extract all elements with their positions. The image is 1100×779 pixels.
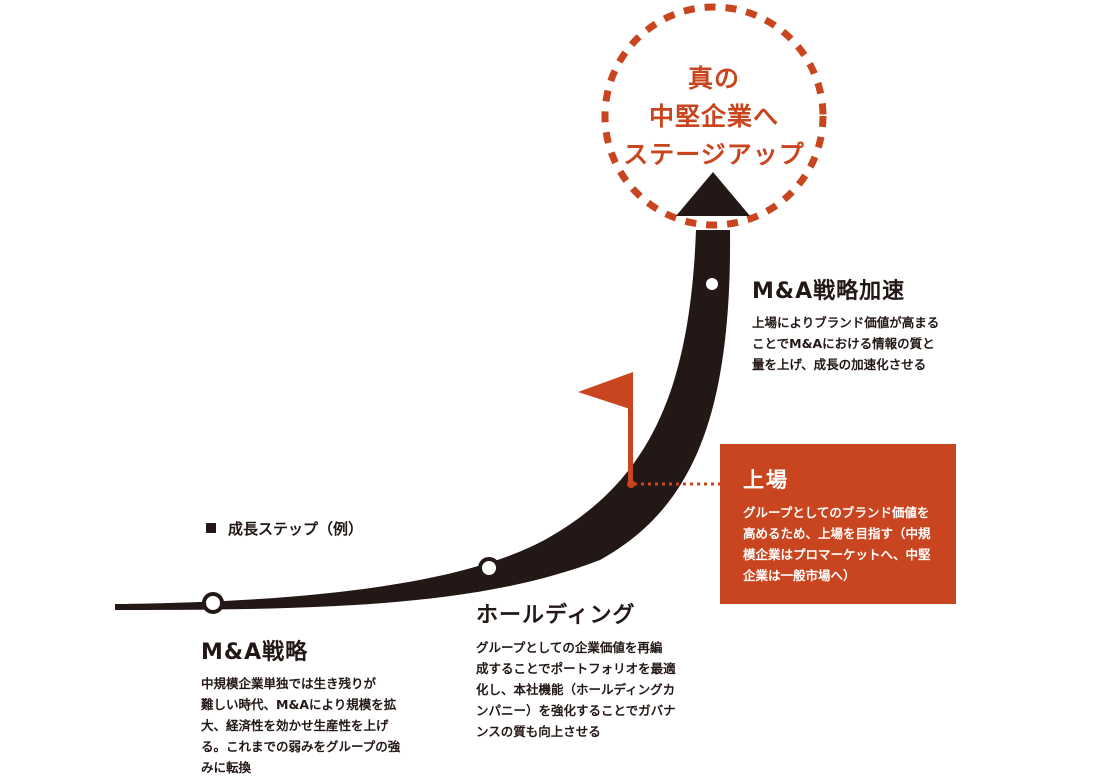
legend-label: 成長ステップ（例） [228, 520, 364, 538]
desc-line: 模企業はプロマーケットへ、中堅 [743, 547, 931, 562]
marker-ma-strategy [202, 592, 224, 614]
desc-line: る。これまでの弱みをグループの強 [201, 739, 401, 754]
marker-holding [478, 557, 500, 579]
desc-line: 大、経済性を効かせ生産性を上げ [201, 718, 389, 733]
desc-line: 化し、本社機能（ホールディングカ [476, 682, 676, 697]
square-bullet-icon [206, 523, 216, 533]
desc-line: みに転換 [201, 760, 252, 775]
step-title-holding: ホールディング [476, 603, 636, 628]
step-title-listing: 上場 [743, 468, 789, 492]
step-title-ma-strategy: M&A戦略 [201, 640, 309, 665]
arrow-head-icon [676, 172, 750, 216]
flag-icon [578, 372, 635, 488]
legend: 成長ステップ（例） [206, 518, 363, 539]
step-desc-ma-strategy: 中規模企業単独では生き残りが 難しい時代、M&Aにより規模を拡 大、経済性を効か… [201, 673, 400, 778]
desc-line: 難しい時代、M&Aにより規模を拡 [201, 697, 397, 712]
step-title-ma-accel: M&A戦略加速 [752, 279, 906, 304]
desc-line: 高めるため、上場を目指す（中規 [743, 526, 931, 541]
desc-line: 上場によりブランド価値が高まる [752, 315, 940, 330]
desc-line: ことでM&Aにおける情報の質と [752, 336, 935, 351]
desc-line: グループとしての企業価値を再編 [476, 640, 663, 655]
growth-curve [115, 230, 731, 610]
desc-line: 中規模企業単独では生き残りが [201, 676, 377, 691]
desc-line: グループとしてのブランド価値を [743, 505, 930, 520]
desc-line: ンスの質も向上させる [476, 724, 601, 739]
goal-line-2: 中堅企業へ [648, 102, 779, 131]
goal-line-1: 真の [687, 64, 740, 93]
marker-ma-accel [706, 278, 718, 290]
desc-line: 企業は一般市場へ） [743, 568, 856, 583]
desc-line: 量を上げ、成長の加速化させる [752, 357, 927, 372]
goal-line-3: ステージアップ [623, 140, 805, 169]
goal-text: 真の 中堅企業へ ステージアップ [600, 60, 828, 174]
listing-box: 上場 グループとしてのブランド価値を 高めるため、上場を目指す（中規 模企業はプ… [720, 444, 956, 604]
goal-dashed-circle [601, 3, 827, 229]
desc-line: ンパニー）を強化することでガバナ [476, 703, 676, 718]
step-desc-holding: グループとしての企業価値を再編 成することでポートフォリオを最適 化し、本社機能… [476, 637, 676, 742]
desc-line: 成することでポートフォリオを最適 [476, 661, 676, 676]
step-desc-ma-accel: 上場によりブランド価値が高まる ことでM&Aにおける情報の質と 量を上げ、成長の… [752, 312, 939, 375]
step-desc-listing: グループとしてのブランド価値を 高めるため、上場を目指す（中規 模企業はプロマー… [743, 502, 931, 586]
